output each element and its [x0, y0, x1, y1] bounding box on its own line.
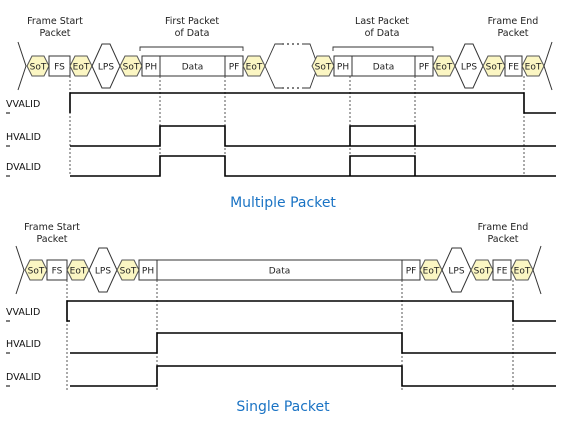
- multiple-vvalid-waveform: [69, 92, 556, 114]
- lps-2-label: LPS: [461, 63, 477, 73]
- header-frame-start-line-2: Packet: [39, 28, 70, 39]
- header-frame-end-line-1: Frame End: [488, 16, 539, 27]
- eot-first-label: EoT: [246, 63, 263, 73]
- single-hvalid: HVALID: [6, 332, 556, 354]
- header-frame-start-line-1: Frame Start: [27, 16, 83, 27]
- sot-fe-single-label: SoT: [474, 267, 491, 277]
- multiple-hvalid-a-waveform: [70, 125, 556, 147]
- fe-packet-label: FE: [508, 63, 519, 73]
- eot-fe-end-label: EoT: [525, 63, 542, 73]
- lps-2-single-label: LPS: [448, 267, 464, 277]
- eot-data-single-label: EoT: [423, 267, 440, 277]
- pf-last-label: PF: [419, 63, 430, 73]
- multiple-dvalid-a-waveform: [70, 155, 556, 177]
- eot-fs-end-label: EoT: [73, 63, 90, 73]
- lps-1-single-label: LPS: [95, 267, 111, 277]
- header-frame-end-single-line-1: Frame End: [478, 222, 529, 233]
- lps-1-label: LPS: [98, 63, 114, 73]
- single-dvalid-waveform: [70, 365, 556, 387]
- header-frame-start-single-line-2: Packet: [36, 234, 67, 245]
- single-hvalid-label: HVALID: [6, 339, 41, 350]
- ph-single-label: PH: [142, 267, 154, 277]
- single-vvalid-label: VVALID: [6, 307, 40, 318]
- data-single-label: Data: [269, 267, 291, 277]
- header-first-packet-line-1: First Packet: [165, 16, 219, 27]
- single-dvalid-label: DVALID: [6, 372, 41, 383]
- sot-fs-start-label: SoT: [30, 63, 47, 73]
- eot-last-label: EoT: [436, 63, 453, 73]
- bracket-first-packet: [139, 46, 244, 51]
- pf-single-label: PF: [406, 267, 417, 277]
- fe-packet-single-label: FE: [497, 267, 508, 277]
- pf-first-label: PF: [229, 63, 240, 73]
- ph-first-label: PH: [145, 63, 157, 73]
- sot-last-label: SoT: [315, 63, 332, 73]
- header-frame-end-line-2: Packet: [497, 28, 528, 39]
- eot-fs-end-single-label: EoT: [70, 267, 87, 277]
- fs-packet-single-label: FS: [52, 267, 63, 277]
- header-frame-start-single-line-1: Frame Start: [24, 222, 80, 233]
- sot-first-label: SoT: [123, 63, 140, 73]
- sot-fe-label: SoT: [486, 63, 503, 73]
- header-last-packet-line-2: of Data: [365, 28, 400, 39]
- data-first-label: Data: [182, 63, 204, 73]
- header-first-packet-line-2: of Data: [175, 28, 210, 39]
- caption-multiple-packet: Multiple Packet: [230, 195, 336, 211]
- single-vvalid: VVALID: [6, 300, 556, 322]
- single-hvalid-waveform: [70, 332, 556, 354]
- sot-fs-start-single-label: SoT: [28, 267, 45, 277]
- multiple-hvalid-a-label: HVALID: [6, 132, 41, 143]
- single-vvalid-waveform: [66, 300, 556, 322]
- bracket-last-packet: [332, 46, 434, 51]
- multiple-dvalid-a-label: DVALID: [6, 162, 41, 173]
- multiple-vvalid-label: VVALID: [6, 99, 40, 110]
- multiple-hvalid-a: HVALID: [6, 125, 556, 147]
- sot-data-single-label: SoT: [120, 267, 137, 277]
- header-last-packet-line-1: Last Packet: [355, 16, 409, 27]
- single-dvalid: DVALID: [6, 365, 556, 387]
- caption-single-packet: Single Packet: [236, 399, 330, 415]
- ph-last-label: PH: [337, 63, 349, 73]
- fs-packet-label: FS: [54, 63, 65, 73]
- data-last-label: Data: [373, 63, 395, 73]
- eot-fe-end-single-label: EoT: [514, 267, 531, 277]
- header-frame-end-single-line-2: Packet: [487, 234, 518, 245]
- multiple-dvalid-a: DVALID: [6, 155, 556, 177]
- multiple-vvalid: VVALID: [6, 92, 556, 114]
